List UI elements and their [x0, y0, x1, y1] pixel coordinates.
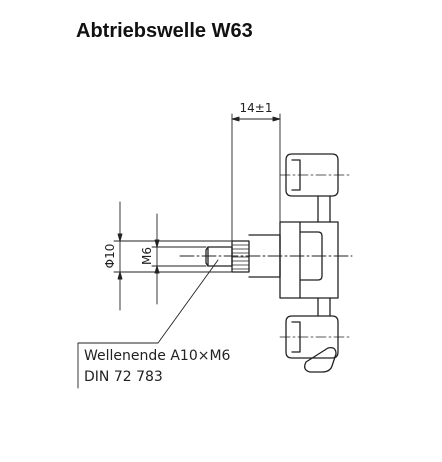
- upper-mounting-boss: [279, 153, 353, 197]
- dimension-length: [231, 113, 281, 242]
- dimension-length-label: 14±1: [240, 101, 273, 115]
- shaft-knurled-section: [231, 240, 250, 273]
- page-title: Abtriebswelle W63: [76, 20, 253, 42]
- dimension-diameter: [113, 201, 233, 311]
- housing-body: [279, 195, 339, 317]
- lower-mounting-boss: [279, 315, 353, 373]
- dimension-thread-label: M6: [140, 247, 154, 265]
- dimension-diameter-label: Φ10: [103, 244, 117, 269]
- callout-line-1: Wellenende A10×M6: [84, 348, 231, 364]
- dimension-thread: [151, 213, 207, 305]
- callout-leader: [77, 259, 219, 389]
- shaft-threaded-end: [205, 246, 233, 267]
- callout-line-2: DIN 72 783: [84, 369, 163, 385]
